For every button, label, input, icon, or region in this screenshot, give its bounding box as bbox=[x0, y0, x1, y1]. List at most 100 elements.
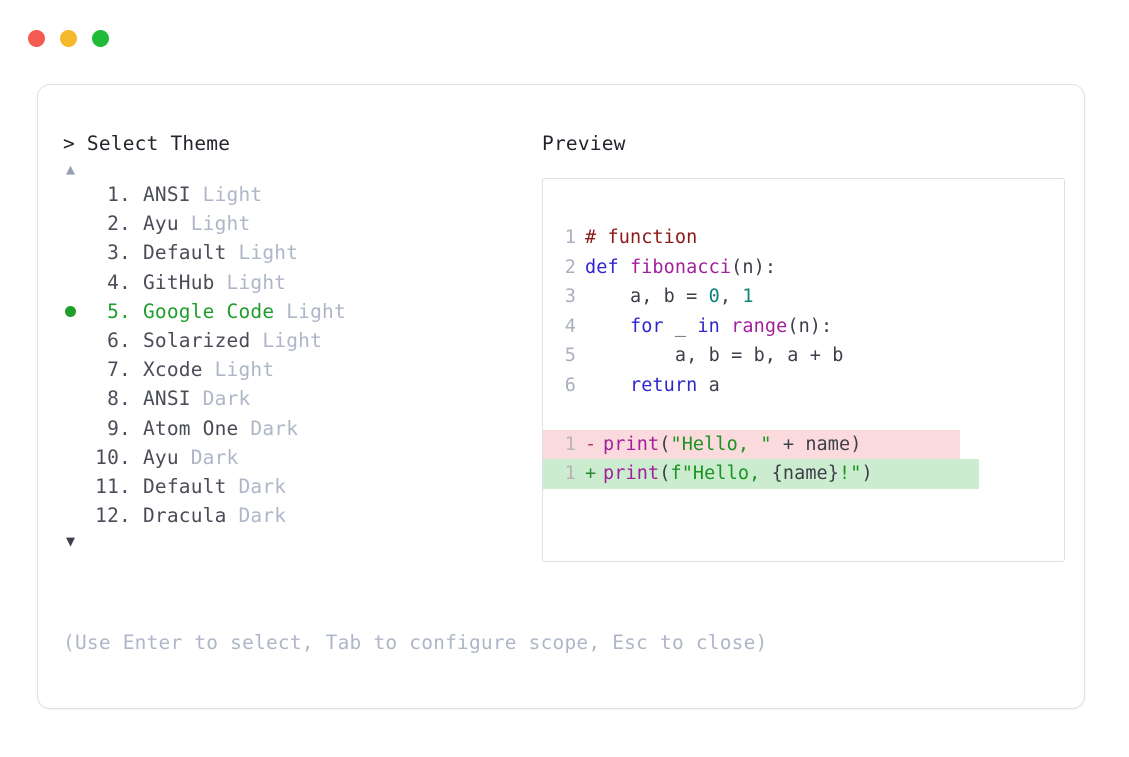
theme-list-item[interactable]: 12. Dracula Dark bbox=[63, 501, 533, 530]
theme-item-name: Solarized bbox=[131, 329, 251, 353]
prompt-symbol: > bbox=[63, 132, 75, 155]
code-line: 3 a, b = 0, 1 bbox=[543, 282, 1064, 312]
theme-item-variant: Light bbox=[226, 241, 299, 265]
theme-item-number: 8. bbox=[107, 387, 131, 411]
theme-list-item[interactable]: 2. Ayu Light bbox=[63, 209, 533, 238]
code-token-kw: def bbox=[585, 256, 630, 278]
theme-item-name: Xcode bbox=[131, 358, 203, 382]
code-token-plain: + name) bbox=[771, 433, 862, 455]
theme-item-name: Dracula bbox=[131, 504, 227, 528]
diff-sign: - bbox=[585, 433, 597, 455]
code-token-num: 0 bbox=[708, 286, 720, 307]
window-controls bbox=[28, 30, 109, 47]
theme-item-number: 7. bbox=[107, 358, 131, 382]
code-token-plain: , bbox=[719, 286, 743, 307]
theme-item-variant: Dark bbox=[226, 475, 287, 499]
code-token-kw: in bbox=[697, 315, 720, 337]
code-token-kw: for bbox=[629, 315, 664, 337]
theme-list-item[interactable]: 9. Atom One Dark bbox=[63, 414, 533, 443]
code-line: 4 for _ in range(n): bbox=[543, 312, 1064, 342]
code-token-plain bbox=[585, 316, 630, 337]
code-token-str: f"Hello, bbox=[670, 463, 772, 484]
diff-line-add: 1+print(f"Hello, {name}!") bbox=[543, 459, 979, 489]
theme-list-item[interactable]: 3. Default Light bbox=[63, 238, 533, 267]
scroll-down-icon[interactable]: ▼ bbox=[66, 532, 76, 551]
theme-item-number: 1. bbox=[107, 183, 131, 206]
line-number: 2 bbox=[564, 256, 576, 278]
theme-list-item[interactable]: 8. ANSI Dark bbox=[63, 384, 533, 413]
theme-item-number: 6. bbox=[107, 329, 131, 353]
theme-list-item[interactable]: 1. ANSI Light bbox=[63, 180, 533, 209]
theme-item-variant: Light bbox=[250, 329, 323, 353]
scroll-up-icon[interactable]: ▲ bbox=[66, 160, 76, 178]
page-title-text: Select Theme bbox=[86, 132, 231, 155]
diff-line-text: print(f"Hello, {name}!") bbox=[603, 459, 873, 489]
code-line-text: for _ in range(n): bbox=[585, 312, 832, 342]
line-number: 5 bbox=[564, 345, 576, 366]
code-line: 2 def fibonacci(n): bbox=[543, 253, 1064, 283]
code-line-text: # function bbox=[585, 223, 697, 253]
code-line: 1 # function bbox=[543, 223, 1064, 253]
code-token-fn: range bbox=[731, 315, 788, 337]
code-line: 5 a, b = b, a + b bbox=[543, 341, 1064, 371]
diff-line-del: 1-print("Hello, " + name) bbox=[543, 429, 960, 460]
close-button[interactable] bbox=[28, 30, 45, 47]
code-spacer bbox=[543, 400, 1064, 430]
theme-item-variant: Light bbox=[202, 358, 275, 382]
code-token-plain: a bbox=[697, 374, 720, 396]
maximize-button[interactable] bbox=[92, 30, 109, 47]
line-number: 3 bbox=[564, 286, 576, 307]
theme-list-item[interactable]: 10. Ayu Dark bbox=[63, 443, 533, 472]
diff-block: 1-print("Hello, " + name)1+print(f"Hello… bbox=[543, 429, 1064, 489]
diff-line-text: print("Hello, " + name) bbox=[603, 430, 862, 460]
code-line-text: def fibonacci(n): bbox=[585, 253, 776, 283]
code-token-punct: (n): bbox=[731, 256, 777, 278]
theme-item-number: 4. bbox=[107, 270, 131, 294]
theme-item-number: 12. bbox=[95, 504, 131, 528]
theme-item-name: ANSI bbox=[131, 387, 191, 411]
code-token-fn: fibonacci bbox=[629, 256, 732, 278]
theme-item-number: 3. bbox=[107, 241, 131, 265]
keyboard-hint: (Use Enter to select, Tab to configure s… bbox=[63, 631, 768, 654]
code-line-text: a, b = b, a + b bbox=[585, 341, 843, 371]
theme-list-item[interactable]: 5. Google Code Light bbox=[63, 297, 533, 326]
code-token-punct: ( bbox=[659, 463, 671, 484]
code-token-plain: {name} bbox=[771, 463, 840, 484]
theme-item-name: Ayu bbox=[131, 212, 179, 236]
theme-list-item[interactable]: 7. Xcode Light bbox=[63, 355, 533, 384]
theme-item-number: 11. bbox=[95, 475, 131, 499]
line-number: 4 bbox=[564, 315, 576, 337]
theme-item-number: 5. bbox=[107, 299, 131, 323]
line-number: 1 bbox=[564, 227, 576, 248]
theme-list-item[interactable]: 11. Default Dark bbox=[63, 472, 533, 501]
page-title: > Select Theme bbox=[63, 130, 533, 158]
theme-item-number: 9. bbox=[107, 416, 131, 440]
theme-item-variant: Light bbox=[274, 299, 346, 323]
diff-line-number: 1 bbox=[564, 433, 576, 455]
code-token-punct: (n): bbox=[787, 315, 833, 337]
theme-item-name: Ayu bbox=[131, 445, 179, 469]
theme-item-name: GitHub bbox=[131, 270, 215, 294]
theme-item-variant: Dark bbox=[178, 445, 239, 469]
diff-line-number: 1 bbox=[564, 463, 576, 484]
theme-list-item[interactable]: 4. GitHub Light bbox=[63, 268, 533, 297]
preview-label: Preview bbox=[542, 132, 626, 155]
theme-list-item[interactable]: 6. Solarized Light bbox=[63, 326, 533, 355]
code-line-text: return a bbox=[585, 371, 720, 401]
code-token-fn: print bbox=[603, 463, 660, 484]
theme-item-name: Google Code bbox=[131, 299, 275, 323]
selection-bullet-icon bbox=[65, 305, 76, 317]
code-token-plain: a, b = b, a + b bbox=[585, 345, 844, 366]
minimize-button[interactable] bbox=[60, 30, 77, 47]
code-token-fn: print bbox=[603, 433, 660, 455]
code-token-plain bbox=[585, 375, 630, 396]
code-token-punct: ( bbox=[659, 433, 671, 455]
code-token-str: "Hello, " bbox=[670, 433, 772, 455]
theme-item-name: Default bbox=[131, 475, 227, 499]
code-token-punct: ) bbox=[861, 463, 873, 484]
theme-item-variant: Dark bbox=[238, 416, 299, 440]
